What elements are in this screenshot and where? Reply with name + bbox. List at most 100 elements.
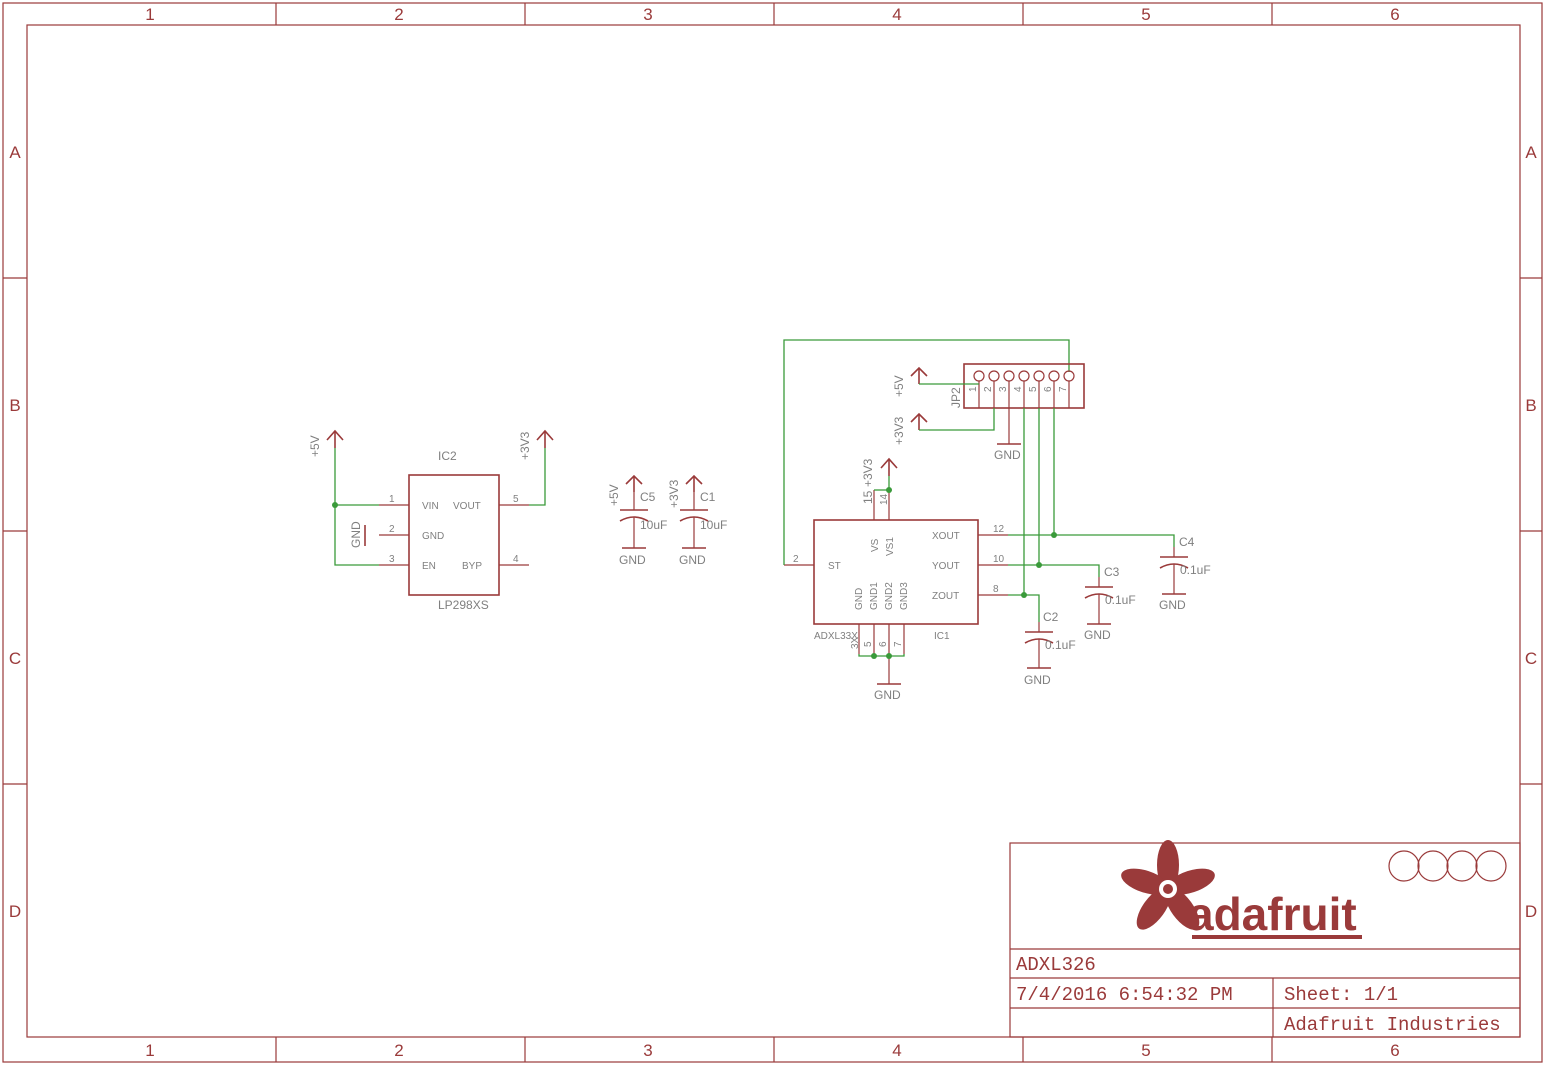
pin-number: 5 xyxy=(513,494,519,505)
pin-number: 2 xyxy=(983,386,994,392)
pin-name: EN xyxy=(422,561,436,572)
cap-value: 0.1uF xyxy=(1045,638,1076,652)
zone-row-left: D xyxy=(9,902,21,921)
gnd-label: GND xyxy=(679,553,706,567)
pin-number: 1 xyxy=(389,494,395,505)
pin-number: 8 xyxy=(993,584,999,595)
pin-name: VS xyxy=(870,538,881,552)
regulator-value: LP298XS xyxy=(438,598,489,612)
rail-label: +5V xyxy=(892,375,906,397)
regulator-ic2: IC2 LP298XS VIN GND EN BYP VOUT 1 2 3 4 … xyxy=(308,429,554,612)
cap-value: 10uF xyxy=(640,518,667,532)
sheet-title: ADXL326 xyxy=(1016,954,1096,976)
header-jp2: 1 2 3 4 5 6 7 JP2 +5V +3V3 GND xyxy=(892,363,1085,595)
pin-number: 5 xyxy=(863,641,874,647)
header-name: JP2 xyxy=(949,387,963,408)
zone-col-bottom: 5 xyxy=(1141,1041,1150,1060)
pin-number: 7 xyxy=(893,641,904,647)
cap-name: C5 xyxy=(640,490,656,504)
pin-name: GND xyxy=(422,531,444,542)
supply-arrow-icon xyxy=(910,412,928,430)
title-block: adafruit ADXL326 7/4/2016 6:54:32 PM She… xyxy=(1009,840,1521,1038)
zone-row-left: B xyxy=(9,396,20,415)
zone-col-bottom: 1 xyxy=(145,1041,154,1060)
zone-col-top: 5 xyxy=(1141,5,1150,24)
zone-col-top: 4 xyxy=(892,5,901,24)
zone-row-right: C xyxy=(1525,649,1537,668)
zone-col-top: 6 xyxy=(1390,5,1399,24)
zone-col-bottom: 4 xyxy=(892,1041,901,1060)
pin-number: 2 xyxy=(793,554,799,565)
zone-col-bottom: 3 xyxy=(643,1041,652,1060)
supply-arrow-icon xyxy=(910,366,928,384)
pin-name: GND2 xyxy=(884,582,895,610)
pin-number: 7 xyxy=(1058,386,1069,392)
sheet-number: Sheet: 1/1 xyxy=(1284,984,1398,1006)
filter-network xyxy=(1008,532,1175,622)
rail-label: +5V xyxy=(607,484,621,506)
pin-number: 1 xyxy=(968,386,979,392)
zone-col-top: 1 xyxy=(145,5,154,24)
pin-number: 5 xyxy=(1028,386,1039,392)
rail-label: +3V3 xyxy=(518,431,532,460)
ic-value-extra: 3X xyxy=(850,636,861,649)
pin-number: 3 xyxy=(389,554,395,565)
zone-row-right: D xyxy=(1525,902,1537,921)
capacitor-c1: +3V3 C1 10uF GND xyxy=(667,474,727,567)
pin-name: ST xyxy=(828,561,841,572)
zone-col-top: 3 xyxy=(643,5,652,24)
regulator-name: IC2 xyxy=(438,449,457,463)
zone-row-left: C xyxy=(9,649,21,668)
capacitor-c5: +5V C5 10uF GND xyxy=(607,474,667,567)
pin-number: 12 xyxy=(993,524,1005,535)
zone-row-right: A xyxy=(1525,143,1537,162)
cap-value: 0.1uF xyxy=(1180,563,1211,577)
pin-name: GND xyxy=(854,588,865,610)
pin-name: VOUT xyxy=(453,501,481,512)
rail-label: +3V3 xyxy=(667,479,681,508)
gnd-label: GND xyxy=(1024,673,1051,687)
pin-number: 14 xyxy=(879,493,890,505)
supply-arrow-icon xyxy=(326,429,344,448)
sheet-datetime: 7/4/2016 6:54:32 PM xyxy=(1016,984,1233,1006)
zone-col-top: 2 xyxy=(394,5,403,24)
company-name: Adafruit Industries xyxy=(1284,1014,1501,1036)
cap-name: C3 xyxy=(1104,565,1120,579)
zone-col-bottom: 2 xyxy=(394,1041,403,1060)
pin-name: VS1 xyxy=(885,537,896,556)
pin-number: 2 xyxy=(389,524,395,535)
gnd-label: GND xyxy=(1084,628,1111,642)
cap-value: 0.1uF xyxy=(1105,593,1136,607)
cap-name: C4 xyxy=(1179,535,1195,549)
pin-name: VIN xyxy=(422,501,439,512)
gnd-label: GND xyxy=(994,448,1021,462)
gnd-label: GND xyxy=(1159,598,1186,612)
gnd-label: GND xyxy=(619,553,646,567)
zone-col-bottom: 6 xyxy=(1390,1041,1399,1060)
zone-row-right: B xyxy=(1525,396,1536,415)
rail-label: +3V3 xyxy=(861,458,875,487)
pin-name: GND1 xyxy=(869,582,880,610)
logo-circles xyxy=(1388,850,1507,882)
pin-number: 6 xyxy=(1043,386,1054,392)
pin-name: BYP xyxy=(462,561,482,572)
pin-name: XOUT xyxy=(932,531,960,542)
capacitor-c2: C2 0.1uF GND xyxy=(1024,610,1076,687)
gnd-label: GND xyxy=(349,521,363,548)
pin-name: ZOUT xyxy=(932,591,959,602)
pin-name: YOUT xyxy=(932,561,960,572)
supply-arrow-icon xyxy=(880,457,898,476)
gnd-label: GND xyxy=(874,688,901,702)
pin-number: 10 xyxy=(993,554,1005,565)
adafruit-logo-text: adafruit xyxy=(1188,888,1357,940)
pin-number: 6 xyxy=(878,641,889,647)
pin-number: 3 xyxy=(998,386,1009,392)
capacitor-c3: C3 0.1uF GND xyxy=(1084,565,1136,642)
accelerometer-ic1: ADXL33X 3X IC1 2 ST XOUT YOUT ZOUT 12 10… xyxy=(783,339,1070,702)
rail-label: +3V3 xyxy=(892,416,906,445)
ic-name: IC1 xyxy=(934,631,950,642)
cap-name: C2 xyxy=(1043,610,1059,624)
cap-value: 10uF xyxy=(700,518,727,532)
